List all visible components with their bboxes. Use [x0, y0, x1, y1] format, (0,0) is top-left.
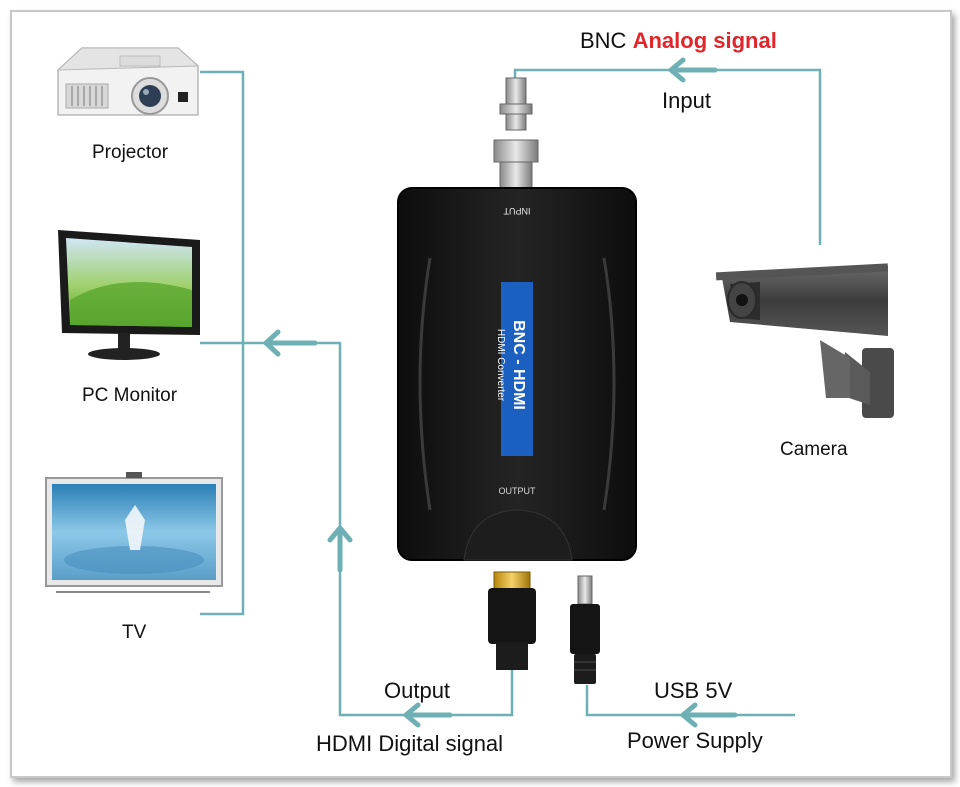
converter-badge-subtitle: HDMI Converter: [495, 328, 506, 402]
camera-label: Camera: [780, 439, 848, 460]
title-heading: BNC Analog signal: [580, 28, 777, 54]
converter-input-label: INPUT: [503, 206, 531, 216]
bnc-connector-icon: [493, 77, 539, 191]
monitor-icon: [58, 230, 200, 360]
power-label: USB 5V: [654, 678, 733, 703]
converter-badge-title: BNC - HDMI: [510, 320, 527, 410]
camera-input-line: [513, 68, 822, 245]
output-sub-label: HDMI Digital signal: [316, 731, 504, 756]
flow-arrows: [263, 57, 738, 728]
tv-label: TV: [122, 622, 147, 643]
projector-icon: [56, 47, 200, 116]
projector-label: Projector: [92, 142, 169, 163]
camera-icon: [715, 263, 894, 418]
tv-icon: [45, 472, 223, 593]
hdmi-plug-icon: [488, 571, 536, 670]
power-sub-label: Power Supply: [627, 728, 763, 753]
power-plug-icon: [570, 575, 600, 684]
output-label: Output: [384, 678, 451, 703]
converter-badge: [501, 282, 533, 456]
converter-box: [397, 187, 637, 561]
converter-output-label: OUTPUT: [498, 486, 536, 496]
monitor-label: PC Monitor: [82, 385, 178, 406]
input-label: Input: [662, 88, 711, 113]
title-prefix: BNC: [580, 28, 627, 53]
title-highlight: Analog signal: [632, 28, 777, 53]
